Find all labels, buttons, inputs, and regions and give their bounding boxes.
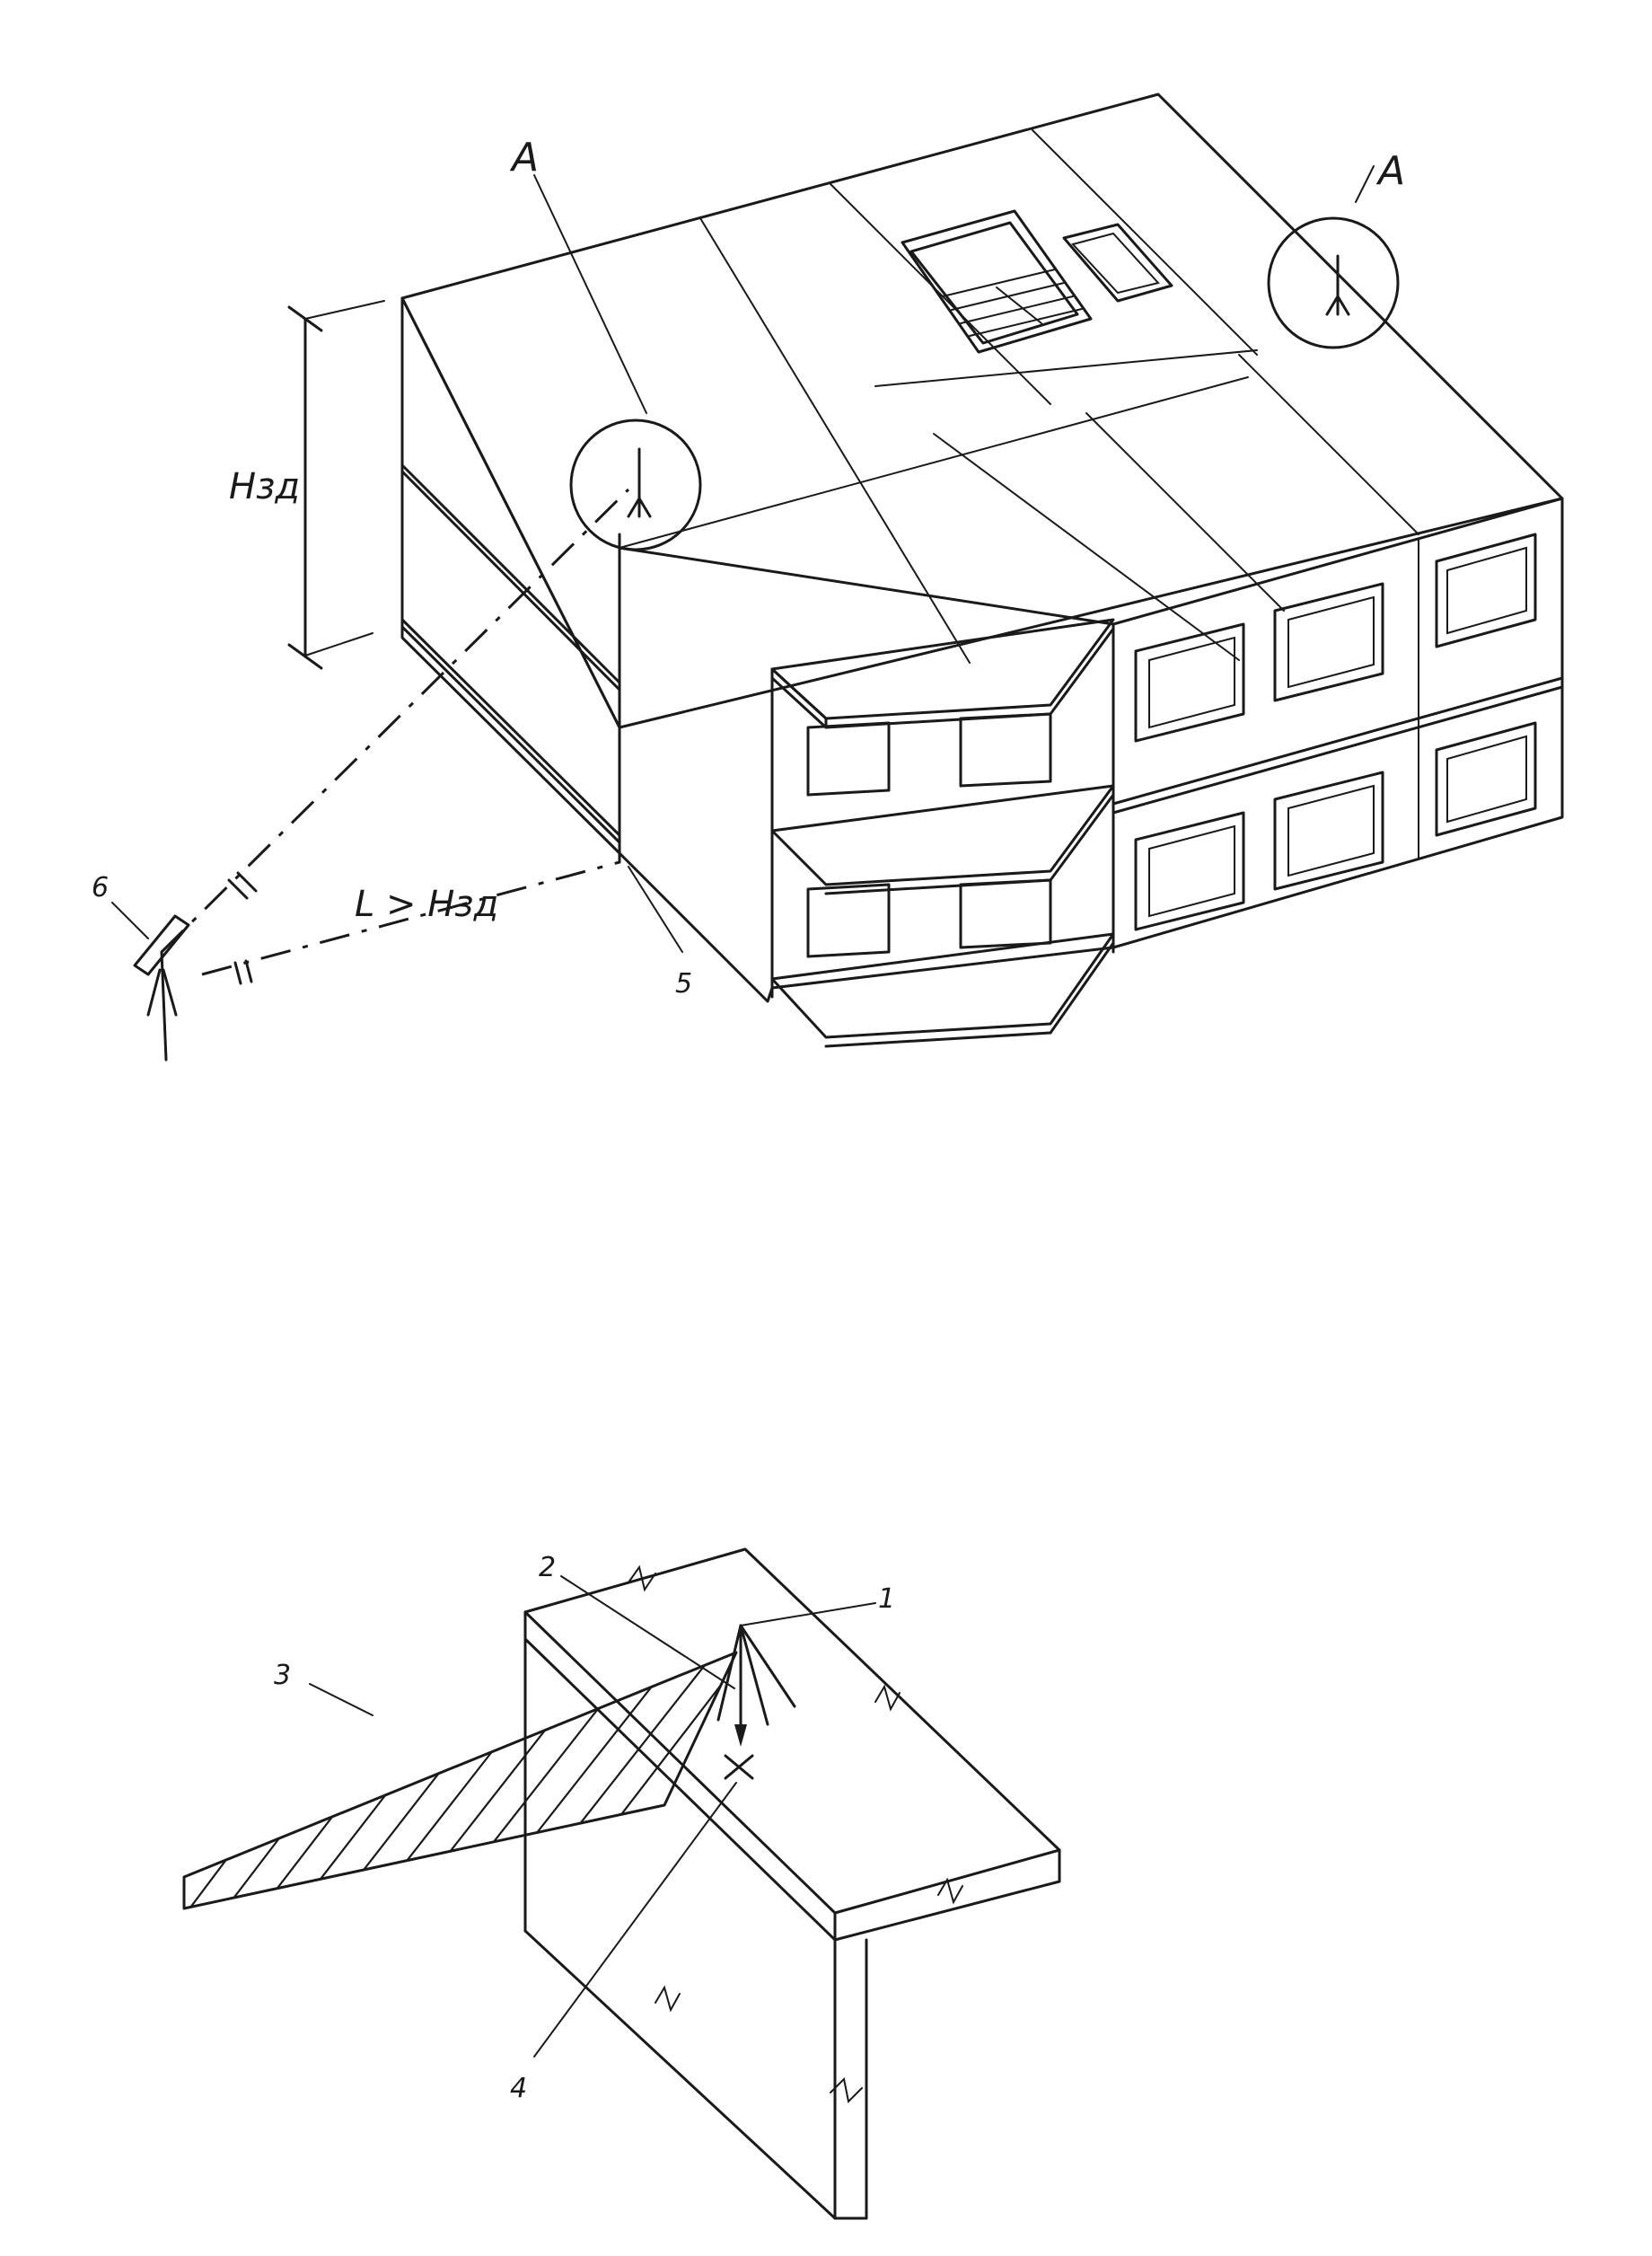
detail-label-right: A bbox=[1375, 148, 1405, 194]
sight-line-to-base bbox=[201, 860, 620, 976]
callout-6: 6 bbox=[92, 872, 109, 903]
windows bbox=[1134, 533, 1537, 931]
height-label: Нзд bbox=[229, 466, 300, 507]
front-facade bbox=[618, 497, 1564, 1003]
callout-3: 3 bbox=[274, 1660, 291, 1691]
building-isometric: A A Нзд bbox=[92, 93, 1564, 1062]
callout-4: 4 bbox=[510, 2073, 527, 2104]
roof-detail: 1 2 3 4 bbox=[182, 1547, 1061, 2220]
cross-mark bbox=[724, 1754, 754, 1780]
lightning-rod-icon bbox=[1325, 254, 1350, 316]
detail-label-left: A bbox=[509, 135, 539, 181]
callout-1: 1 bbox=[878, 1583, 895, 1615]
callout-5: 5 bbox=[675, 968, 692, 1000]
lightning-rod-icon bbox=[627, 447, 652, 518]
theodolite-icon bbox=[133, 914, 190, 1062]
detail-marker-right: A bbox=[1267, 148, 1405, 349]
balconies bbox=[770, 618, 1115, 1048]
height-dimension: Нзд bbox=[229, 300, 385, 670]
callout-2: 2 bbox=[539, 1552, 556, 1583]
detail-marker-left: A bbox=[509, 135, 702, 551]
distance-label: L > Нзд bbox=[355, 884, 498, 925]
roof-hatch bbox=[901, 209, 1093, 354]
lightning-rod-icon bbox=[716, 1624, 796, 1747]
